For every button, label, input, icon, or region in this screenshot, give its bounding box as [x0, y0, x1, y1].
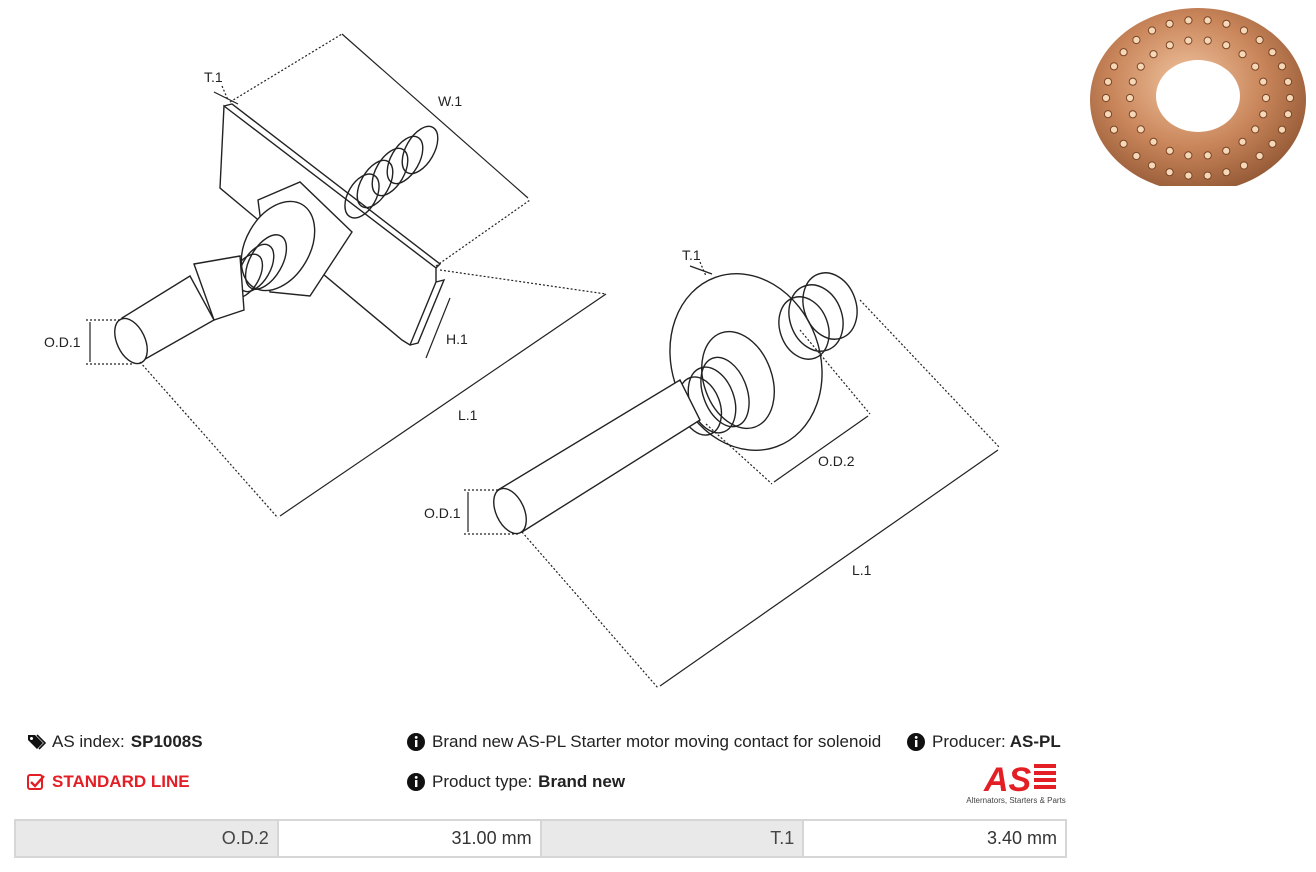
dim-label-od1-left: O.D.1 [44, 334, 81, 350]
rivet-dot [1255, 35, 1264, 45]
rivet-dot [1268, 48, 1277, 57]
as-index-value: SP1008S [130, 732, 203, 751]
dim-label-l1-left: L.1 [458, 407, 478, 423]
rivet-dot [1109, 125, 1119, 134]
left-bushing [228, 181, 353, 299]
dim-label-t1-right: T.1 [682, 247, 701, 263]
rivet-dot [1203, 16, 1212, 25]
standard-line-label: STANDARD LINE [52, 772, 190, 791]
standard-line-row: STANDARD LINE [26, 772, 190, 792]
rivet-dot [1277, 62, 1287, 71]
rivet-dot [1149, 50, 1158, 59]
left-shaft [114, 255, 245, 365]
rivet-dot [1259, 77, 1268, 86]
table-row: O.D.2 31.00 mm T.1 3.40 mm [14, 819, 1067, 858]
rivet-dot [1222, 146, 1231, 155]
rivet-dot [1203, 171, 1212, 180]
dim-label-w1: W.1 [438, 93, 462, 109]
product-type-value: Brand new [538, 772, 626, 791]
rivet-dot [1251, 62, 1260, 71]
rivet-dot [1147, 161, 1157, 170]
rivet-dot [1147, 26, 1157, 35]
product-photo-thumbnail[interactable] [1088, 8, 1308, 188]
rivet-dot [1238, 50, 1247, 59]
product-type-label: Product type: [432, 772, 533, 791]
rivet-dot [1119, 48, 1128, 57]
param-value: 31.00 mm [276, 819, 542, 858]
description-row: Brand new AS-PL Starter motor moving con… [406, 732, 881, 752]
rivet-dot [1283, 110, 1293, 119]
left-spring [344, 125, 439, 219]
rivet-dot [1103, 77, 1113, 86]
rivet-dot [1132, 35, 1141, 45]
rivet-dot [1136, 125, 1145, 134]
check-square-icon [27, 774, 45, 790]
rivet-dot [1222, 41, 1231, 50]
dim-label-h1: H.1 [446, 331, 468, 347]
technical-drawing: T.1 W.1 O.D.1 H.1 L.1 T.1 O.D.2 O.D.1 L.… [44, 33, 1001, 689]
dim-label-od1-right: O.D.1 [424, 505, 461, 521]
rivet-dot [1184, 171, 1193, 180]
rivet-dot [1128, 77, 1137, 86]
rivet-dot [1165, 168, 1174, 177]
param-value: 3.40 mm [802, 819, 1067, 858]
rivet-dot [1203, 151, 1212, 160]
info-circle-icon [407, 733, 425, 751]
rivet-dot [1125, 93, 1135, 103]
dim-label-t1-left: T.1 [204, 69, 223, 85]
rivet-dot [1283, 77, 1293, 86]
rivet-dot [1239, 161, 1249, 170]
product-type-row: Product type: Brand new [406, 772, 625, 792]
rivet-dot [1184, 151, 1193, 160]
param-name: T.1 [539, 819, 805, 858]
dim-label-l1-right: L.1 [852, 562, 872, 578]
rivet-dot [1184, 16, 1193, 25]
rivet-dot [1109, 62, 1119, 71]
rivet-dot [1259, 110, 1268, 119]
rivet-dot [1165, 41, 1174, 50]
producer-row: Producer: AS-PL [906, 732, 1061, 752]
rivet-dot [1203, 36, 1212, 45]
svg-text:AS: AS [983, 761, 1032, 796]
as-index-label: AS index: [52, 732, 125, 751]
rivet-dot [1261, 93, 1271, 103]
producer-label: Producer: [932, 732, 1006, 751]
info-circle-icon [907, 733, 925, 751]
product-description: Brand new AS-PL Starter motor moving con… [432, 732, 882, 751]
producer-value: AS-PL [1009, 732, 1061, 751]
rivet-dot [1285, 93, 1295, 103]
info-circle-icon [407, 773, 425, 791]
tags-icon [28, 734, 46, 750]
rivet-dot [1239, 26, 1249, 35]
rivet-dot [1222, 168, 1231, 177]
rivet-dot [1277, 125, 1287, 134]
rivet-dot [1238, 137, 1247, 146]
rivet-dot [1119, 139, 1128, 148]
rivet-dot [1103, 110, 1113, 119]
rivet-dot [1136, 62, 1145, 71]
logo-subtitle: Alternators, Starters & Parts [966, 796, 1066, 805]
rivet-dot [1251, 125, 1260, 134]
as-pl-logo-mark: AS [983, 761, 1056, 799]
rivet-dot [1255, 151, 1264, 161]
rivet-dot [1184, 36, 1193, 45]
rivet-dot [1165, 19, 1174, 28]
right-shaft [493, 379, 701, 535]
rivet-dot [1165, 146, 1174, 155]
rivet-dot [1132, 151, 1141, 161]
dim-label-od2: O.D.2 [818, 453, 855, 469]
parameters-table: O.D.2 31.00 mm T.1 3.40 mm [14, 819, 1067, 858]
rivet-dot [1128, 110, 1137, 119]
as-pl-logo: AS Alternators, Starters & Parts [962, 760, 1070, 808]
rivet-dot [1101, 93, 1111, 103]
param-name: O.D.2 [14, 819, 279, 858]
as-index-row: AS index: SP1008S [26, 732, 203, 752]
rivet-dot [1268, 139, 1277, 148]
rivet-dot [1149, 137, 1158, 146]
dimension-labels: T.1 W.1 O.D.1 H.1 L.1 T.1 O.D.2 O.D.1 L.… [44, 69, 872, 578]
rivet-dot [1222, 19, 1231, 28]
